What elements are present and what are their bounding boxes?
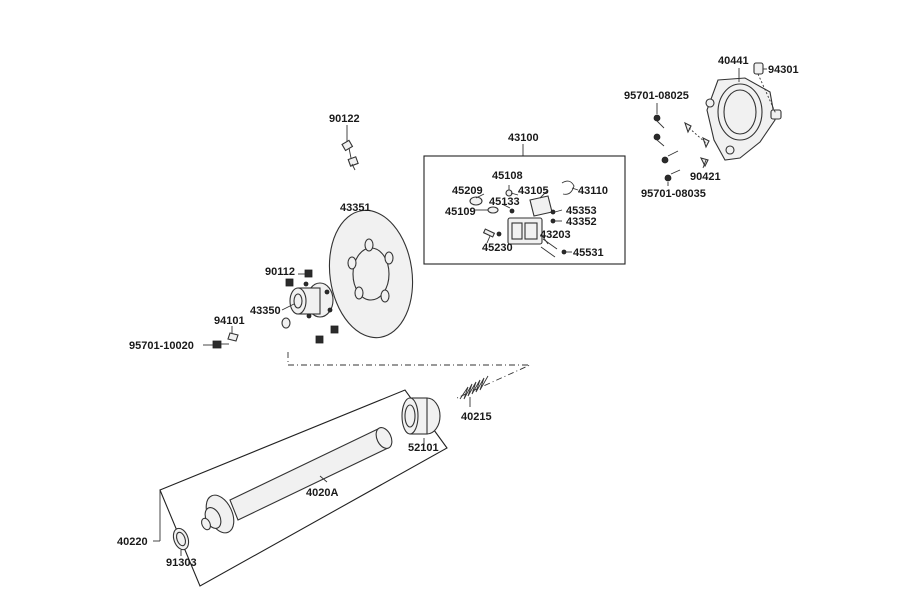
label-52101: 52101 bbox=[408, 442, 439, 454]
label-45209: 45209 bbox=[452, 185, 483, 197]
caliper-bracket-40441 bbox=[653, 62, 782, 186]
label-45230: 45230 bbox=[482, 242, 513, 254]
label-43100: 43100 bbox=[508, 132, 539, 144]
label-90122: 90122 bbox=[329, 113, 360, 125]
label-43350: 43350 bbox=[250, 305, 281, 317]
label-45353: 45353 bbox=[566, 205, 597, 217]
ring-91303 bbox=[172, 527, 190, 556]
label-4020A: 4020A bbox=[306, 487, 338, 499]
label-45133: 45133 bbox=[489, 196, 520, 208]
label-43351: 43351 bbox=[340, 202, 371, 214]
label-43110: 43110 bbox=[578, 185, 608, 197]
label-94301: 94301 bbox=[768, 64, 799, 76]
spring-40215 bbox=[459, 375, 489, 407]
brake-disc-43351 bbox=[328, 209, 414, 339]
label-43352: 43352 bbox=[566, 216, 597, 228]
dash-connection-line bbox=[287, 352, 531, 399]
label-43203: 43203 bbox=[540, 229, 571, 241]
label-45108: 45108 bbox=[492, 170, 523, 182]
label-40441: 40441 bbox=[718, 55, 749, 67]
axle-assembly-box bbox=[153, 389, 448, 587]
caliper-assembly-43100 bbox=[423, 144, 626, 265]
bolt-90122 bbox=[341, 125, 359, 171]
label-95701-08025: 95701-08025 bbox=[624, 90, 689, 102]
label-40220: 40220 bbox=[117, 536, 148, 548]
label-43105: 43105 bbox=[518, 185, 549, 197]
label-95701-10020: 95701-10020 bbox=[129, 340, 194, 352]
label-91303: 91303 bbox=[166, 557, 197, 569]
hub-43350 bbox=[203, 269, 339, 349]
label-94101: 94101 bbox=[214, 315, 245, 327]
label-45109: 45109 bbox=[445, 206, 476, 218]
part-labels: 90122 43100 40441 94301 95701-08025 9042… bbox=[117, 55, 799, 569]
label-40215: 40215 bbox=[461, 411, 492, 423]
label-90112: 90112 bbox=[265, 266, 295, 278]
label-90421: 90421 bbox=[690, 171, 721, 183]
bearing-52101 bbox=[401, 397, 441, 446]
label-95701-08035: 95701-08035 bbox=[641, 188, 706, 200]
axle-4020A bbox=[201, 427, 393, 534]
label-45531: 45531 bbox=[573, 247, 604, 259]
